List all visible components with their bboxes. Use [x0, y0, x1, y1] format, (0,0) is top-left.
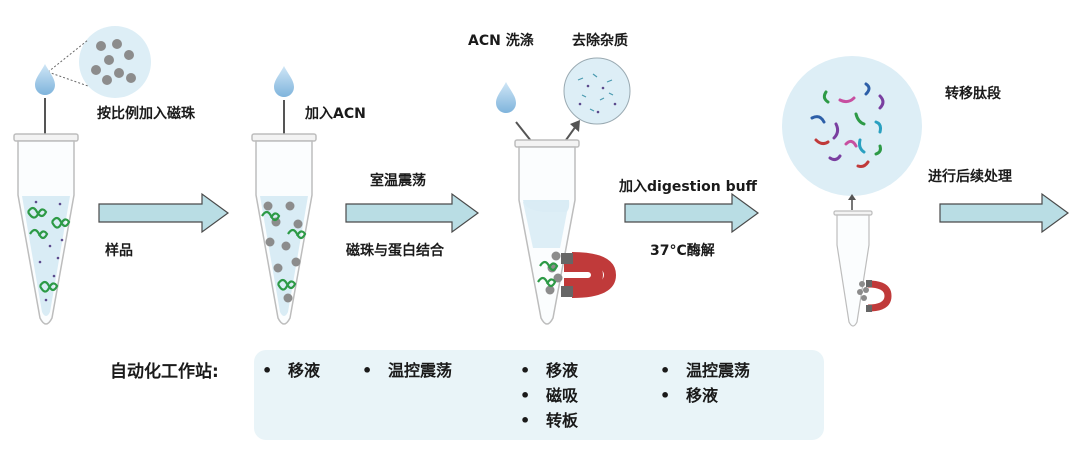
- magnet-icon: [866, 280, 892, 312]
- automation-step: 移液: [520, 358, 578, 383]
- automation-column-4: 温控震荡 移液: [660, 358, 750, 408]
- automation-step: 移液: [262, 358, 320, 383]
- label-remove-impurities: 去除杂质: [572, 33, 628, 49]
- automation-column-2: 温控震荡: [362, 358, 452, 383]
- flow-arrow-4: [939, 192, 1070, 234]
- bead-zoom-circle: [79, 26, 151, 98]
- magnet-icon: [561, 252, 617, 298]
- protein-icon: [27, 206, 71, 293]
- flow-arrow-3: [624, 192, 760, 234]
- flow-arrow-2: [345, 192, 480, 234]
- tube-with-beads: [251, 133, 317, 325]
- label-sample: 样品: [105, 243, 133, 259]
- label-digestion: 37°C酶解: [650, 243, 715, 259]
- automation-step: 磁吸: [520, 383, 578, 408]
- peptide-zoom-circle: [782, 56, 922, 196]
- automation-step: 转板: [520, 408, 578, 433]
- label-post-processing: 进行后续处理: [928, 169, 1012, 185]
- impurity-zoom-circle: [563, 57, 631, 125]
- automation-column-1: 移液: [262, 358, 320, 383]
- automation-step: 温控震荡: [362, 358, 452, 383]
- label-acn-wash: ACN 洗涤: [468, 33, 534, 49]
- label-add-buffer: 加入digestion buff: [619, 179, 757, 195]
- automation-title: 自动化工作站:: [110, 362, 219, 382]
- label-add-acn: 加入ACN: [305, 106, 366, 122]
- sample-tube: [13, 133, 79, 325]
- label-add-beads: 按比例加入磁珠: [97, 106, 195, 122]
- automation-column-3: 移液 磁吸 转板: [520, 358, 578, 433]
- small-tube-on-magnet: [833, 210, 873, 327]
- label-bead-protein-binding: 磁珠与蛋白结合: [346, 243, 444, 259]
- droplet-icon: [496, 82, 516, 113]
- flow-arrow-1: [98, 192, 230, 234]
- droplet-icon: [274, 66, 294, 97]
- tube-on-magnet: [514, 139, 580, 325]
- droplet-icon: [35, 64, 55, 95]
- label-transfer-peptides: 转移肽段: [945, 86, 1001, 102]
- automation-step: 温控震荡: [660, 358, 750, 383]
- automation-step: 移液: [660, 383, 750, 408]
- label-shake-rt: 室温震荡: [370, 173, 426, 189]
